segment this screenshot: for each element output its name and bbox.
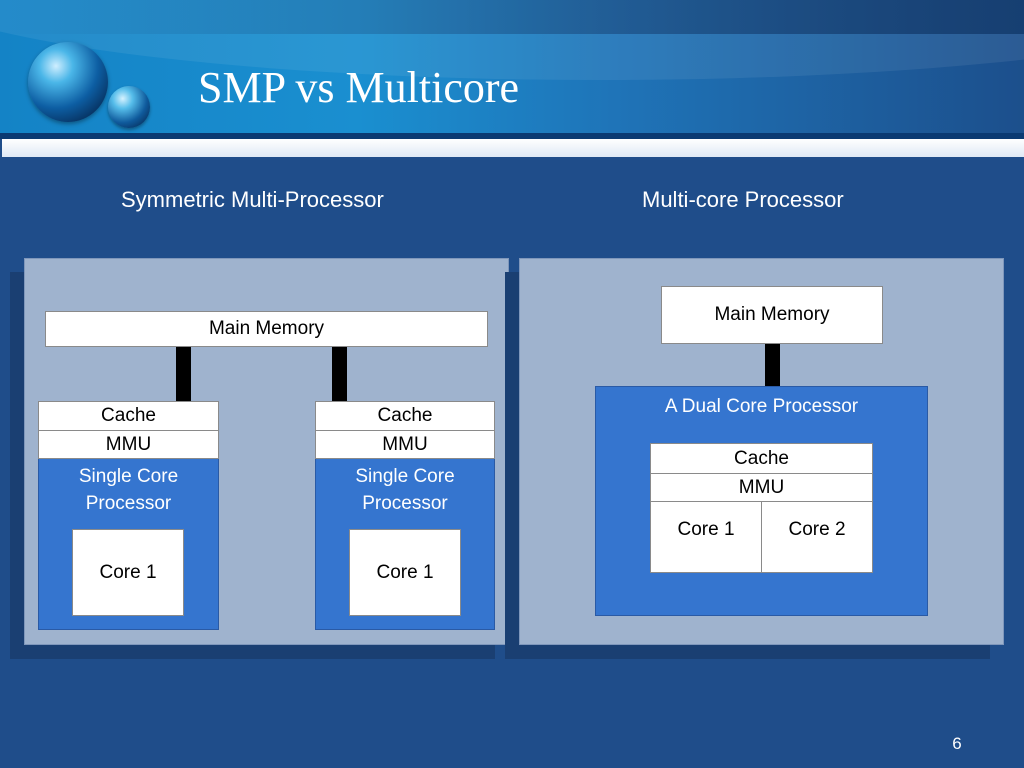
smp-processor-2-mmu: MMU [315, 430, 495, 459]
slide-header [0, 0, 1024, 138]
dual-core-processor-label: A Dual Core Processor [664, 396, 859, 417]
smp-processor-2-core: Core 1 [349, 529, 461, 616]
globe-large-icon [28, 42, 108, 122]
smp-processor-1-label: Single Core Processor [78, 466, 179, 514]
multicore-core-1: Core 1 [650, 501, 762, 573]
globe-small-icon [108, 86, 150, 128]
smp-processor-2-cache: Cache [315, 401, 495, 431]
smp-heading: Symmetric Multi-Processor [121, 187, 384, 212]
smp-bus-connector-1 [176, 347, 191, 402]
slide-title: SMP vs Multicore [198, 63, 520, 112]
multicore-main-memory: Main Memory [661, 286, 883, 344]
header-white-band [2, 139, 1024, 157]
smp-bus-connector-2 [332, 347, 347, 402]
multicore-bus-connector [765, 344, 780, 387]
smp-processor-1-core: Core 1 [72, 529, 184, 616]
smp-processor-2-label: Single Core Processor [355, 466, 455, 514]
multicore-core-2: Core 2 [761, 501, 873, 573]
smp-processor-1-mmu: MMU [38, 430, 219, 459]
header-divider [0, 133, 1024, 139]
page-number: 6 [952, 734, 962, 753]
smp-processor-1-cache: Cache [38, 401, 219, 431]
header-shade [0, 0, 1024, 34]
multicore-cache: Cache [650, 443, 873, 474]
multicore-heading: Multi-core Processor [642, 187, 844, 212]
smp-main-memory: Main Memory [45, 311, 488, 347]
multicore-mmu: MMU [650, 473, 873, 502]
